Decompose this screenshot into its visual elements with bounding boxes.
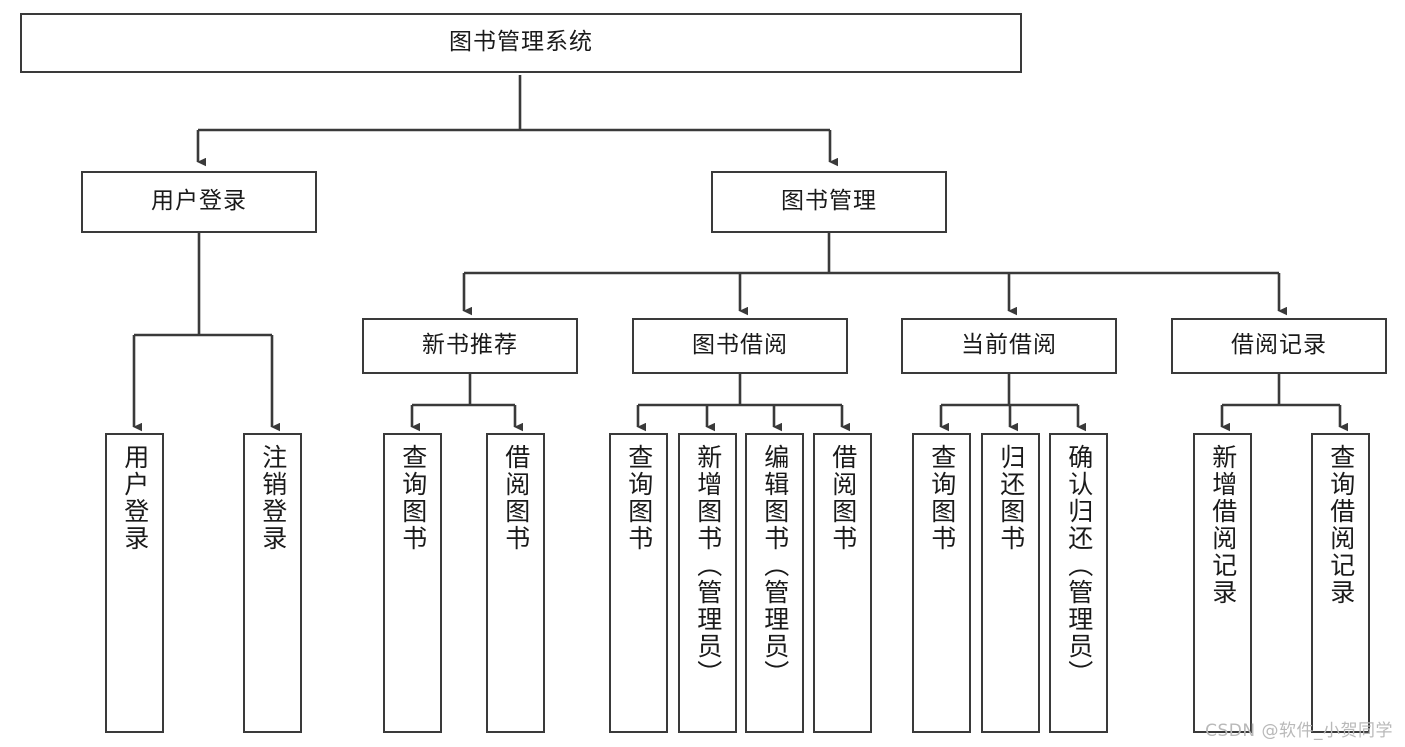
- node-current-borrow[interactable]: 当前借阅: [901, 318, 1117, 374]
- node-current-borrow-label: 当前借阅: [961, 332, 1057, 359]
- node-leaf-confirm-return[interactable]: 确认归还（管理员）: [1049, 433, 1108, 733]
- node-leaf-query-record-label: 查询借阅记录: [1326, 444, 1356, 606]
- node-leaf-query-record[interactable]: 查询借阅记录: [1311, 433, 1370, 733]
- node-leaf-user-logout-label: 注销登录: [258, 444, 288, 552]
- node-leaf-borrow-book-2[interactable]: 借阅图书: [813, 433, 872, 733]
- node-leaf-confirm-return-label: 确认归还（管理员）: [1064, 444, 1094, 687]
- node-leaf-query-book-3-label: 查询图书: [927, 444, 957, 552]
- node-root[interactable]: 图书管理系统: [20, 13, 1022, 73]
- node-leaf-add-record[interactable]: 新增借阅记录: [1193, 433, 1252, 733]
- node-leaf-user-logout[interactable]: 注销登录: [243, 433, 302, 733]
- node-leaf-query-book-1[interactable]: 查询图书: [383, 433, 442, 733]
- node-leaf-add-record-label: 新增借阅记录: [1208, 444, 1238, 606]
- node-user-login[interactable]: 用户登录: [81, 171, 317, 233]
- node-new-book-recommend[interactable]: 新书推荐: [362, 318, 578, 374]
- node-new-book-recommend-label: 新书推荐: [422, 332, 518, 359]
- node-leaf-borrow-book-1[interactable]: 借阅图书: [486, 433, 545, 733]
- node-leaf-borrow-book-2-label: 借阅图书: [828, 444, 858, 552]
- node-leaf-query-book-1-label: 查询图书: [398, 444, 428, 552]
- node-root-label: 图书管理系统: [449, 29, 593, 56]
- node-leaf-query-book-3[interactable]: 查询图书: [912, 433, 971, 733]
- node-book-manage-label: 图书管理: [781, 188, 877, 215]
- node-book-borrow-label: 图书借阅: [692, 332, 788, 359]
- node-leaf-user-login[interactable]: 用户登录: [105, 433, 164, 733]
- node-book-manage[interactable]: 图书管理: [711, 171, 947, 233]
- node-borrow-record-label: 借阅记录: [1231, 332, 1327, 359]
- node-leaf-return-book-label: 归还图书: [996, 444, 1026, 552]
- node-leaf-user-login-label: 用户登录: [120, 444, 150, 552]
- node-leaf-add-book-label: 新增图书（管理员）: [693, 444, 723, 687]
- node-leaf-return-book[interactable]: 归还图书: [981, 433, 1040, 733]
- node-leaf-query-book-2-label: 查询图书: [624, 444, 654, 552]
- node-leaf-edit-book[interactable]: 编辑图书（管理员）: [745, 433, 804, 733]
- node-user-login-label: 用户登录: [151, 188, 247, 215]
- node-leaf-query-book-2[interactable]: 查询图书: [609, 433, 668, 733]
- node-leaf-edit-book-label: 编辑图书（管理员）: [760, 444, 790, 687]
- node-leaf-add-book[interactable]: 新增图书（管理员）: [678, 433, 737, 733]
- node-leaf-borrow-book-1-label: 借阅图书: [501, 444, 531, 552]
- node-borrow-record[interactable]: 借阅记录: [1171, 318, 1387, 374]
- node-book-borrow[interactable]: 图书借阅: [632, 318, 848, 374]
